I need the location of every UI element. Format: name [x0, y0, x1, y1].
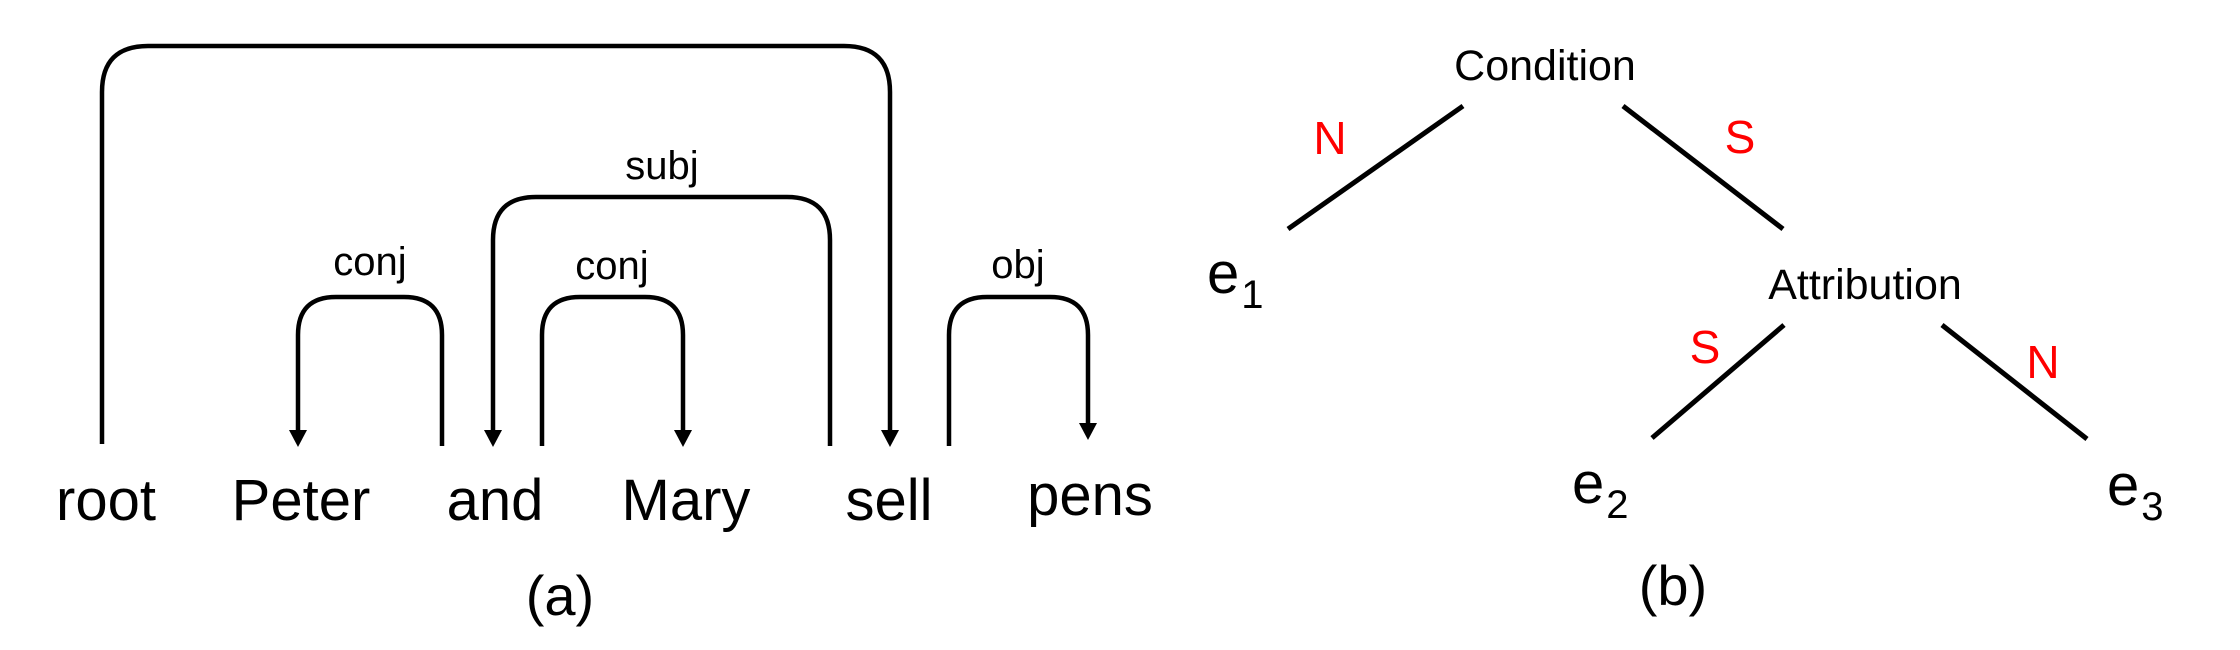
word-mary: Mary [622, 468, 751, 533]
arc-root-sell [99, 43, 899, 447]
edu-e2: e2 [1572, 451, 1629, 527]
arrowhead-icon [881, 430, 899, 447]
caption-a: (a) [526, 564, 594, 627]
arc-subj: subj [484, 144, 833, 447]
word-pens: pens [1027, 463, 1153, 528]
arc-obj: obj [946, 243, 1097, 446]
arrowhead-icon [289, 430, 307, 447]
svg-text:e1: e1 [1207, 241, 1264, 317]
arc-label-conj-1: conj [333, 240, 406, 284]
edu-e3: e3 [2107, 453, 2164, 529]
edu-e3-subscript: 3 [2141, 485, 2163, 529]
edge-attribution-e3 [1940, 323, 2089, 441]
word-root: root [56, 468, 156, 533]
svg-text:e3: e3 [2107, 453, 2164, 529]
edu-e3-base: e [2107, 453, 2139, 518]
edu-e1-subscript: 1 [1241, 273, 1263, 317]
edu-e1-base: e [1207, 241, 1239, 306]
arc-label-obj: obj [991, 243, 1044, 287]
node-attribution: Attribution [1768, 261, 1962, 309]
edge-condition-attribution [1621, 104, 1785, 231]
dependency-tree-panel: subj conj conj obj root Peter and Mary s… [56, 43, 1153, 627]
edge-condition-e1 [1286, 103, 1465, 232]
arc-conj-mary: conj [539, 244, 692, 447]
arc-conj-peter: conj [289, 240, 445, 447]
edu-e2-base: e [1572, 451, 1604, 516]
arc-label-conj-2: conj [575, 244, 648, 288]
edu-e1: e1 [1207, 241, 1264, 317]
nuclearity-label-condition-attribution: S [1725, 111, 1756, 163]
edge-attribution-e2 [1650, 323, 1786, 440]
word-sell: sell [845, 468, 932, 533]
nuclearity-label-attribution-e2: S [1690, 321, 1721, 373]
arrowhead-icon [1079, 423, 1097, 440]
edu-e2-subscript: 2 [1606, 483, 1628, 527]
arc-label-subj: subj [625, 144, 698, 188]
arrowhead-icon [484, 430, 502, 447]
caption-b: (b) [1639, 554, 1707, 617]
arrowhead-icon [674, 430, 692, 447]
word-peter: Peter [232, 468, 371, 533]
nuclearity-label-condition-e1: N [1313, 112, 1346, 164]
discourse-tree-panel: Condition N S e1 Attribution S N e2 e3 (… [1207, 42, 2164, 617]
nuclearity-label-attribution-e3: N [2026, 336, 2059, 388]
svg-text:e2: e2 [1572, 451, 1629, 527]
word-and: and [447, 468, 544, 533]
node-condition: Condition [1454, 42, 1636, 90]
